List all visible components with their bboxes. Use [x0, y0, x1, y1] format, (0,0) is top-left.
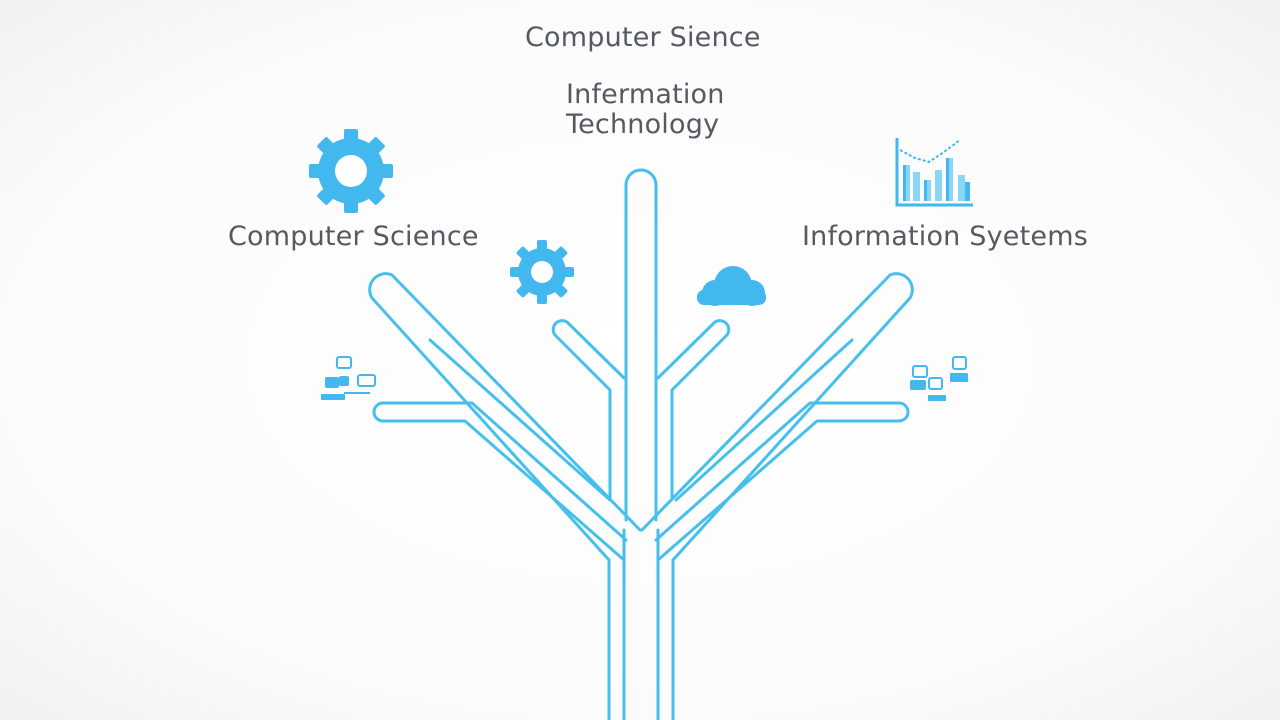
branch-right-small [656, 319, 731, 499]
center-label-line1: Infermation [566, 79, 725, 110]
cloud-icon [697, 266, 766, 306]
branch-right-major-inner [674, 338, 854, 502]
bar-chart-icon [895, 138, 973, 207]
branch-right-lower [654, 401, 910, 562]
branch-left-small [551, 319, 626, 499]
right-branch-label: Information Syetems [802, 221, 1088, 252]
network-nodes-icon-right [910, 356, 968, 401]
center-branch-label: Infermation Technology [566, 80, 725, 140]
left-branch-label: Computer Science [228, 221, 479, 252]
center-label-line2: Technology [566, 109, 720, 140]
branch-left-major-inner [428, 338, 612, 502]
branch-left-major [368, 272, 642, 562]
trunk [624, 168, 658, 522]
trunk-inner [622, 528, 660, 720]
diagram-title: Computer Sience [525, 22, 761, 53]
network-nodes-icon-left [321, 356, 376, 400]
branch-right-major [640, 272, 914, 562]
branch-left-lower [372, 401, 628, 562]
small-gear-icon [510, 240, 574, 304]
gear-icon [309, 129, 393, 213]
